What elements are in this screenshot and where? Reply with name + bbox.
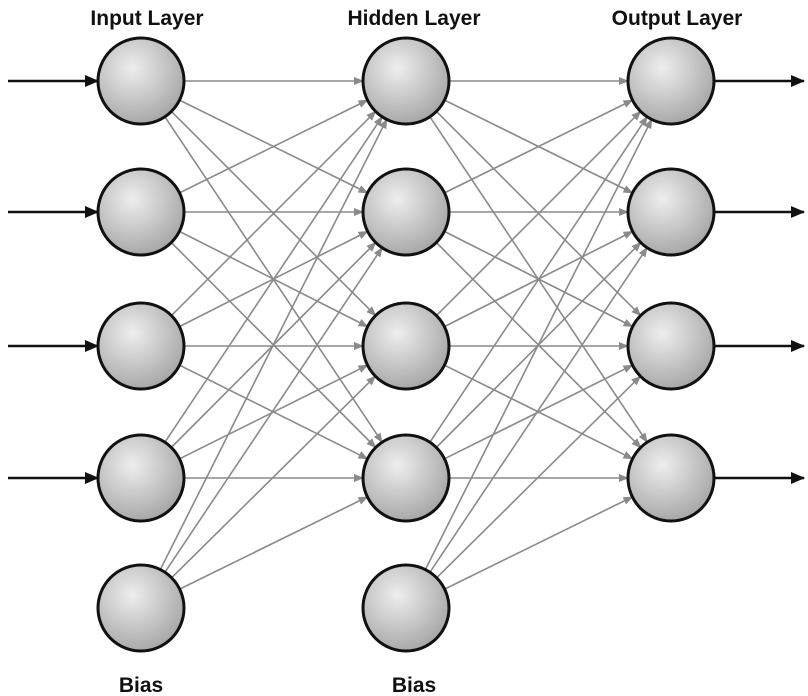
hidden-node-4 bbox=[361, 433, 451, 523]
output-node-4 bbox=[626, 433, 716, 523]
output-node-3 bbox=[626, 301, 716, 391]
input-hidden-connection-3-1 bbox=[170, 110, 377, 317]
input-hidden-connection-4-1 bbox=[164, 115, 383, 443]
connections-layer bbox=[159, 77, 653, 590]
output-node-1 bbox=[626, 36, 716, 126]
input-hidden-connection-5-1 bbox=[159, 118, 388, 570]
hidden-output-connection-4-1 bbox=[429, 115, 648, 443]
hidden-output-connection-3-1 bbox=[435, 110, 642, 317]
nodes-layer bbox=[96, 36, 716, 653]
input-node-2 bbox=[96, 167, 186, 257]
input-node-3 bbox=[96, 301, 186, 391]
hidden-layer-title: Hidden Layer bbox=[347, 7, 480, 30]
hidden-output-connection-2-1 bbox=[444, 99, 634, 194]
input-hidden-connection-2-1 bbox=[179, 99, 369, 194]
hidden-bias-node bbox=[361, 563, 451, 653]
input-bias-label: Bias bbox=[119, 674, 163, 696]
hidden-bias-label: Bias bbox=[392, 674, 436, 696]
input-hidden-connection-4-3 bbox=[179, 364, 369, 460]
input-hidden-connection-5-2 bbox=[164, 246, 383, 573]
input-bias-node bbox=[96, 563, 186, 653]
hidden-output-connection-5-3 bbox=[436, 375, 642, 579]
input-node-1 bbox=[96, 36, 186, 126]
hidden-output-connection-5-2 bbox=[429, 246, 648, 573]
hidden-node-3 bbox=[361, 301, 451, 391]
io-arrows-layer bbox=[8, 75, 805, 484]
input-node-4 bbox=[96, 433, 186, 523]
input-layer-title: Input Layer bbox=[90, 7, 203, 30]
input-hidden-connection-5-3 bbox=[171, 375, 377, 579]
output-layer-title: Output Layer bbox=[612, 7, 743, 30]
hidden-output-connection-5-4 bbox=[444, 496, 634, 590]
hidden-node-1 bbox=[361, 36, 451, 126]
hidden-output-connection-4-3 bbox=[444, 364, 634, 460]
input-hidden-connection-5-4 bbox=[179, 496, 369, 590]
hidden-output-connection-5-1 bbox=[424, 118, 653, 570]
output-node-2 bbox=[626, 167, 716, 257]
hidden-node-2 bbox=[361, 167, 451, 257]
